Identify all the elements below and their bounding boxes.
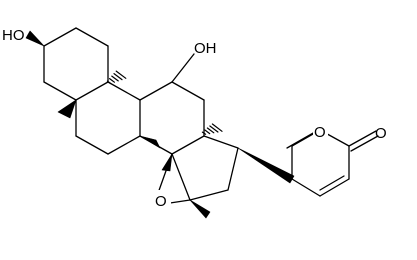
c11-hydroxyl: OH xyxy=(171,40,217,83)
ring-a xyxy=(43,27,109,101)
lactone-ring-oxygen-label: O xyxy=(314,124,326,141)
c3-hydroxyl-label: HO xyxy=(2,27,25,44)
c5-hydrogen-wedge xyxy=(57,99,77,119)
ring-b xyxy=(75,81,141,155)
c9-hydrogen-wedge xyxy=(139,135,161,149)
c17-lactone-bond xyxy=(237,147,295,184)
c13-methyl xyxy=(201,123,223,135)
c3-hydroxyl: HO xyxy=(2,27,45,47)
c3-hydroxyl-wedge xyxy=(25,30,45,47)
c17-lactone-wedge xyxy=(237,147,295,184)
c10-methyl xyxy=(106,70,127,85)
c15-hydrogen-wedge xyxy=(189,199,211,219)
carbonyl-oxygen-label: O xyxy=(375,125,387,142)
ring-c xyxy=(139,81,205,155)
ring-d xyxy=(171,135,239,201)
c8-hydrogen-wedge xyxy=(161,153,173,172)
epoxide-oxygen-label: O xyxy=(155,193,167,210)
c11-hydroxyl-label: OH xyxy=(194,40,217,57)
stereo-bonds xyxy=(57,99,211,219)
lactone-ring xyxy=(286,123,379,197)
